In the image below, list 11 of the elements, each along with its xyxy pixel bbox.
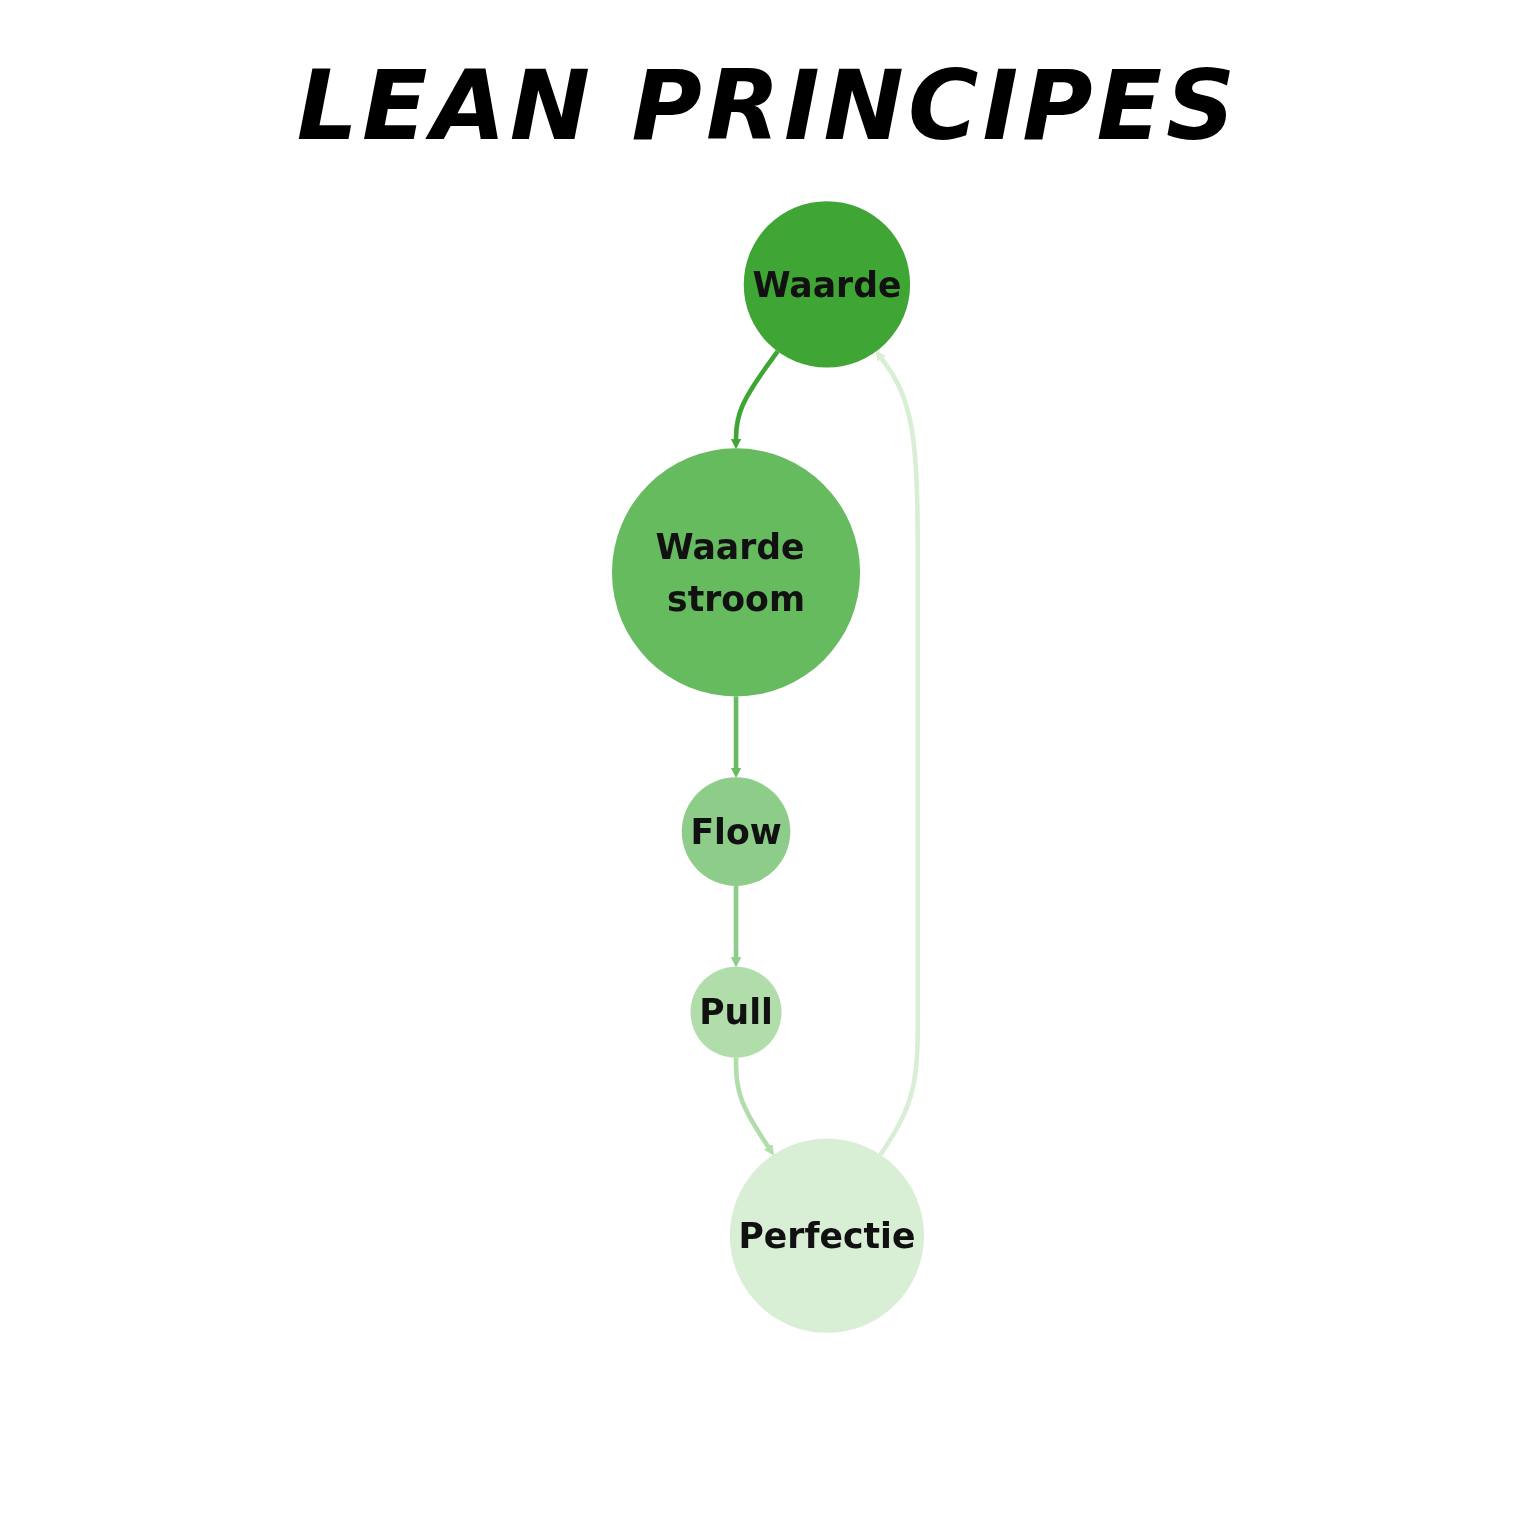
- node-circle: Perfectie: [729, 1138, 925, 1333]
- node-circle: Waarde: [743, 201, 911, 368]
- arrow: [730, 350, 780, 449]
- node-circle: Flow: [681, 777, 791, 886]
- arrow: [730, 696, 742, 778]
- arrow: [875, 350, 921, 1156]
- arrow: [733, 1057, 774, 1156]
- arrow: [730, 885, 742, 968]
- diagram-title: LEAN PRINCIPES: [295, 50, 1241, 162]
- node-circle: Pull: [690, 966, 782, 1058]
- node-circle: Waarde stroom: [611, 448, 861, 697]
